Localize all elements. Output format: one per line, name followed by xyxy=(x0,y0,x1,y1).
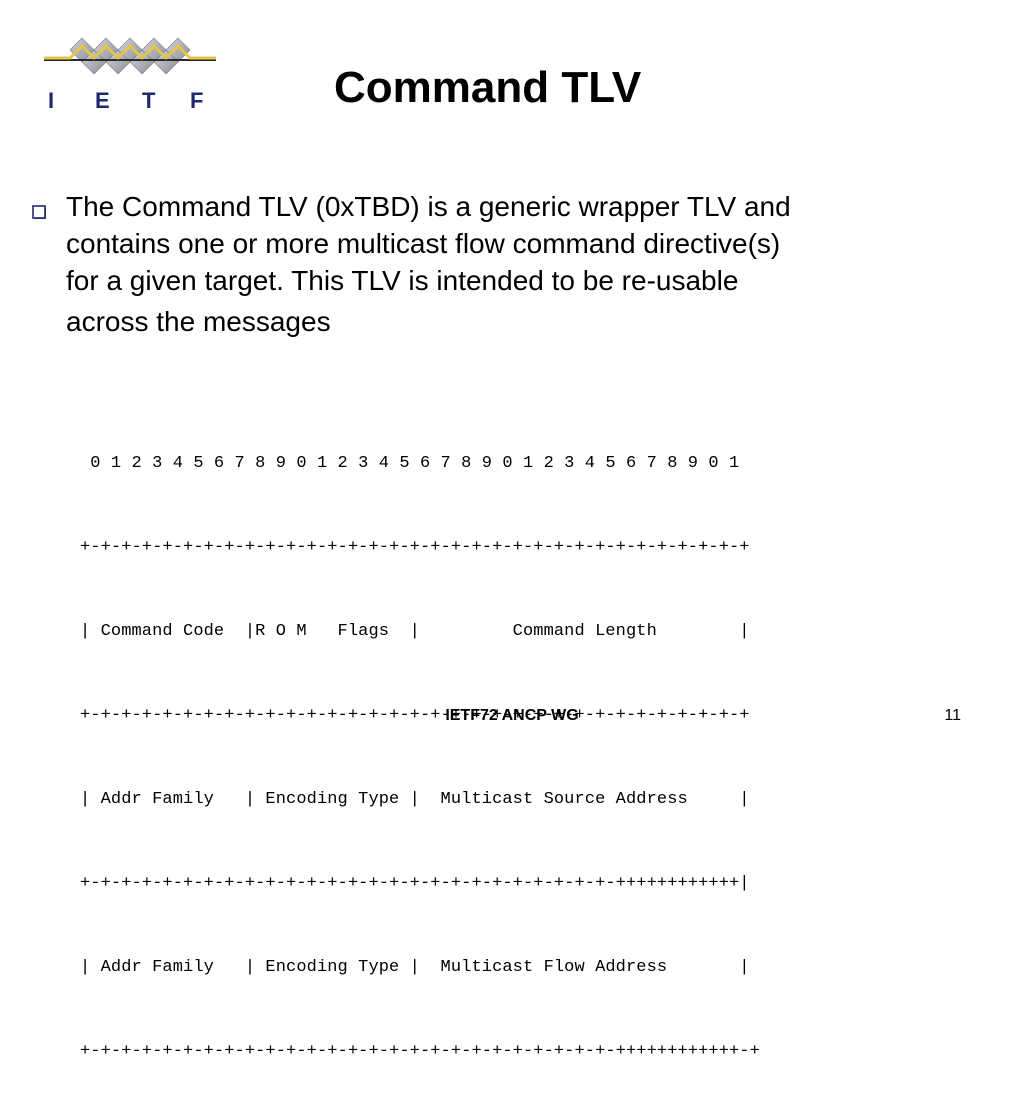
diagram-row-command-header: | Command Code |R O M Flags | Command Le… xyxy=(80,622,750,641)
diagram-bit-numbers: 0 1 2 3 4 5 6 7 8 9 0 1 2 3 4 5 6 7 8 9 … xyxy=(80,454,740,473)
diagram-separator: +-+-+-+-+-+-+-+-+-+-+-+-+-+-+-+-+-+-+-+-… xyxy=(80,1042,760,1061)
ietf-logo: I E T F xyxy=(40,32,220,112)
square-bullet-icon xyxy=(32,205,46,219)
bullet-text: The Command TLV (0xTBD) is a generic wra… xyxy=(66,188,791,340)
bullet-line: The Command TLV (0xTBD) is a generic wra… xyxy=(66,191,791,222)
logo-letter-i: I xyxy=(48,88,54,112)
page-number: 11 xyxy=(944,707,961,724)
slide-title: Command TLV xyxy=(334,63,642,112)
logo-letter-t: T xyxy=(142,88,156,112)
bullet-line: for a given target. This TLV is intended… xyxy=(66,265,739,296)
bullet-line: across the messages xyxy=(66,306,331,337)
logo-letter-f: F xyxy=(190,88,203,112)
footer-title: IETF72 ANCP WG xyxy=(445,707,579,724)
diagram-separator: +-+-+-+-+-+-+-+-+-+-+-+-+-+-+-+-+-+-+-+-… xyxy=(80,706,750,725)
diagram-row-source-address: | Addr Family | Encoding Type | Multicas… xyxy=(80,790,750,809)
bullet-item: The Command TLV (0xTBD) is a generic wra… xyxy=(32,188,982,340)
diagram-separator: +-+-+-+-+-+-+-+-+-+-+-+-+-+-+-+-+-+-+-+-… xyxy=(80,874,750,893)
tlv-packet-diagram: 0 1 2 3 4 5 6 7 8 9 0 1 2 3 4 5 6 7 8 9 … xyxy=(80,394,760,1094)
diagram-row-flow-address: | Addr Family | Encoding Type | Multicas… xyxy=(80,958,750,977)
ietf-logo-icon: I E T F xyxy=(44,37,216,112)
logo-letter-e: E xyxy=(95,88,110,112)
bullet-line: contains one or more multicast flow comm… xyxy=(66,228,781,259)
diagram-separator: +-+-+-+-+-+-+-+-+-+-+-+-+-+-+-+-+-+-+-+-… xyxy=(80,538,750,557)
